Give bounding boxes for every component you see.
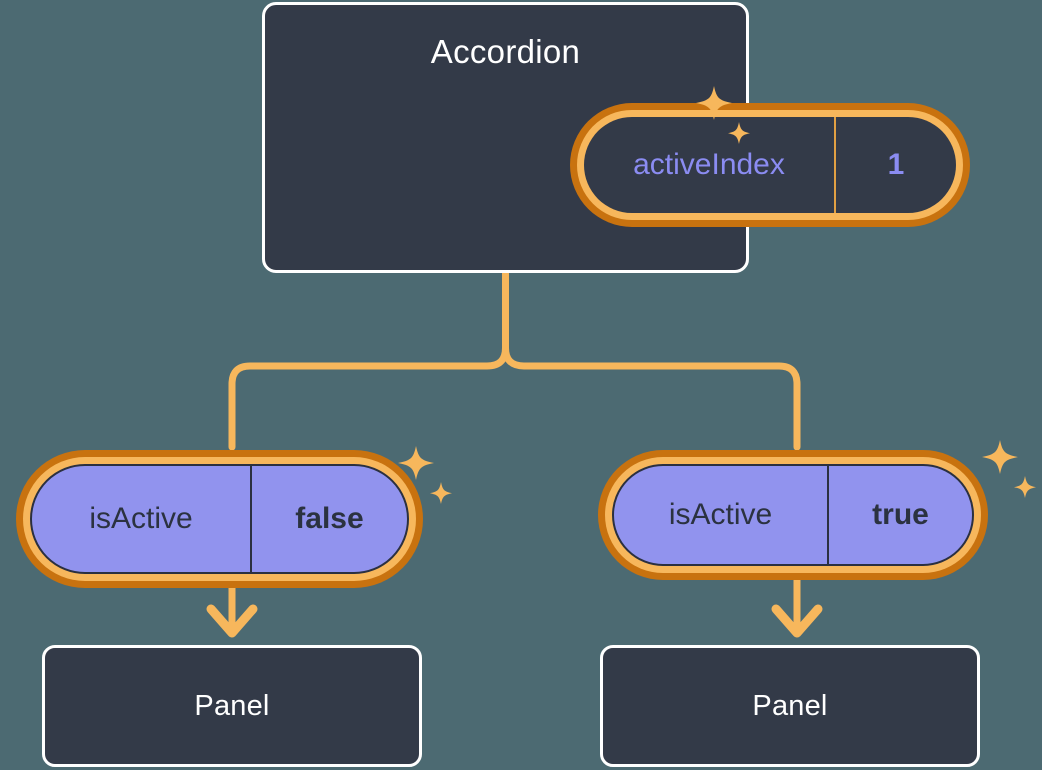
- accordion-component-card[interactable]: Accordion activeIndex 1: [262, 2, 970, 273]
- state-pill-body: activeIndex 1: [584, 117, 956, 213]
- state-pill-value: 1: [834, 117, 956, 213]
- prop-pill-body-right: isActive true: [612, 464, 974, 566]
- panel-label-left: Panel: [194, 689, 270, 722]
- prop-pill-key-left: isActive: [89, 502, 193, 535]
- prop-pill-value-right: true: [827, 466, 972, 564]
- arrowhead-left: [206, 604, 258, 638]
- state-pill-active-index[interactable]: activeIndex 1: [570, 103, 970, 227]
- prop-pill-is-active-right[interactable]: isActive true: [598, 450, 988, 580]
- prop-pill-highlight-ring-left: isActive false: [23, 457, 416, 581]
- accordion-title: Accordion: [430, 33, 581, 70]
- panel-card-right[interactable]: Panel: [600, 645, 980, 767]
- state-pill-highlight-ring: activeIndex 1: [577, 110, 963, 220]
- branch-line-left: [228, 344, 509, 451]
- sparkle-icon: [982, 440, 1036, 498]
- arrowhead-right: [771, 604, 823, 638]
- prop-pill-is-active-left[interactable]: isActive false: [16, 450, 423, 588]
- state-pill-key: activeIndex: [633, 148, 785, 181]
- panel-label-right: Panel: [752, 689, 828, 722]
- prop-pill-key-right: isActive: [668, 498, 773, 531]
- prop-pill-body-left: isActive false: [30, 464, 409, 574]
- prop-pill-highlight-ring-right: isActive true: [605, 457, 981, 573]
- branch-line-right: [502, 344, 801, 451]
- panel-card-left[interactable]: Panel: [42, 645, 422, 767]
- prop-pill-value-left: false: [250, 466, 407, 572]
